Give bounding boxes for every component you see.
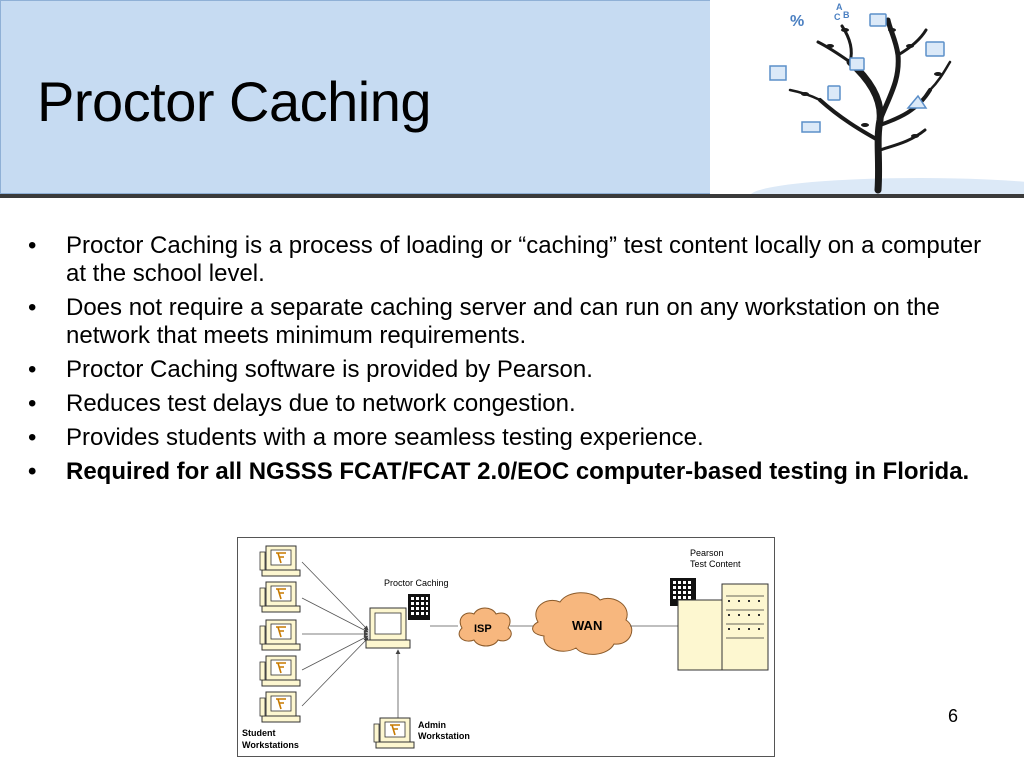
student-workstation-1 [259,545,301,577]
header-divider [0,194,1024,198]
bullet-item: • Does not require a separate caching ser… [28,294,988,350]
student-workstation-5 [259,691,301,723]
bullet-marker: • [28,356,37,383]
network-diagram: Proctor Caching ISP WAN [237,537,775,757]
slide-header: Proctor Caching [0,0,1024,198]
bullet-list: • Proctor Caching is a process of loading… [28,232,988,492]
bullet-item-required: • Required for all NGSSS FCAT/FCAT 2.0/EO… [28,458,988,486]
admin-label-line1: Admin [418,720,446,730]
student-workstation-2 [259,581,301,613]
bullet-item: • Proctor Caching software is provided by… [28,356,988,384]
isp-label: ISP [474,623,492,635]
bullet-marker: • [28,458,37,485]
pearson-label-line1: Pearson [690,548,724,558]
education-tree-illustration: % A C B [751,2,1024,194]
isp-cloud: ISP [458,607,512,647]
bullet-marker: • [28,424,37,451]
tree-percent-glyph: % [790,13,804,30]
student-label-line1: Student [242,728,276,738]
tree-b-glyph: B [843,10,850,20]
tree-c-glyph: C [834,12,841,22]
wan-label: WAN [572,618,602,633]
bullet-text: Proctor Caching is a process of loading … [66,232,982,287]
bullet-marker: • [28,390,37,417]
wan-cloud: WAN [532,592,633,655]
bullet-text: Provides students with a more seamless t… [66,424,704,451]
bullet-marker: • [28,294,37,321]
proctor-caching-label: Proctor Caching [384,578,449,588]
bullet-marker: • [28,232,37,259]
bullet-text: Required for all NGSSS FCAT/FCAT 2.0/EOC… [66,458,970,485]
network-diagram-svg: Proctor Caching ISP WAN [242,545,769,750]
title-box: Proctor Caching [0,0,710,194]
pearson-label-line2: Test Content [690,559,741,569]
bullet-text: Reduces test delays due to network conge… [66,390,576,417]
admin-workstation [373,717,415,749]
student-label-line2: Workstations [242,740,299,750]
pearson-server [670,578,769,671]
page-number: 6 [948,706,959,726]
tree-a-glyph: A [836,2,843,12]
bullet-item: • Provides students with a more seamless … [28,424,988,452]
admin-label-line2: Workstation [418,731,470,741]
proctor-caching-workstation [365,594,430,649]
student-workstation-4 [259,655,301,687]
bullet-item: • Reduces test delays due to network cong… [28,390,988,418]
bullet-item: • Proctor Caching is a process of loading… [28,232,988,288]
bullet-text: Does not require a separate caching serv… [66,294,940,349]
student-workstation-3 [259,619,301,651]
slide-title: Proctor Caching [37,70,432,133]
bullet-text: Proctor Caching software is provided by … [66,356,593,383]
student-workstations [259,545,301,723]
